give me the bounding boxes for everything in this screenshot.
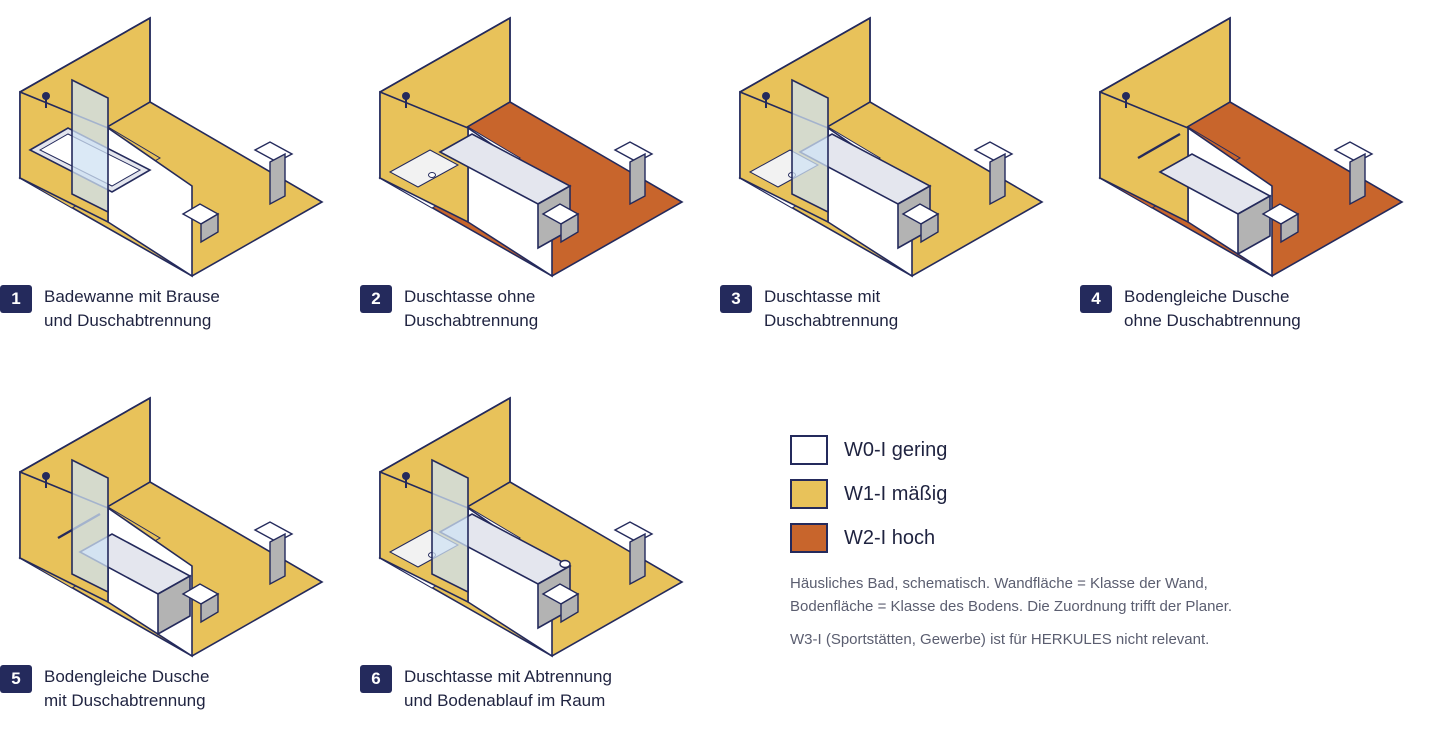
bathroom-diagram-1 (18, 16, 324, 278)
washbasin-side (1280, 212, 1299, 244)
shower-head-icon (42, 472, 50, 480)
legend-label: W1-I mäßig (844, 482, 948, 505)
toilet-body (629, 152, 646, 206)
wall-outline (379, 396, 511, 482)
wall-outline (739, 16, 871, 102)
note-line: Häusliches Bad, schematisch. Wandfläche … (790, 575, 1208, 592)
scenario-label-line: Duschtasse mit Abtrennung (404, 667, 612, 686)
scenario-number-badge: 6 (360, 665, 392, 693)
washbasin-side (200, 212, 219, 244)
washbasin-side (560, 592, 579, 624)
scenario-caption: 5 Bodengleiche Dusche mit Duschabtrennun… (0, 665, 209, 713)
scenario-caption: 6 Duschtasse mit Abtrennung und Bodenabl… (360, 665, 612, 713)
washbasin-side (920, 212, 939, 244)
toilet-icon (253, 141, 294, 163)
washbasin-side (560, 212, 579, 244)
scenario-number-badge: 2 (360, 285, 392, 313)
legend-item-w1: W1-I mäßig (790, 472, 947, 516)
shower-head-icon (402, 92, 410, 100)
legend-item-w0: W0-I gering (790, 428, 947, 472)
scenario-3: 3 Duschtasse mit Duschabtrennung (720, 0, 1050, 350)
scenario-4: 4 Bodengleiche Dusche ohne Duschabtrennu… (1080, 0, 1410, 350)
scenario-caption: 3 Duschtasse mit Duschabtrennung (720, 285, 898, 333)
scenario-number-badge: 3 (720, 285, 752, 313)
toilet-icon (613, 141, 654, 163)
wall-outline (19, 396, 151, 482)
bathtub-side (157, 574, 191, 636)
washbasin-side (200, 592, 219, 624)
scenario-label: Bodengleiche Dusche ohne Duschabtrennung (1124, 285, 1301, 333)
scenario-2: 2 Duschtasse ohne Duschabtrennung (360, 0, 690, 350)
scenario-label: Duschtasse mit Duschabtrennung (764, 285, 898, 333)
scenario-label-line: und Duschabtrennung (44, 311, 212, 330)
floor-drain-icon (428, 172, 436, 178)
relevance-note: W3-I (Sportstätten, Gewerbe) ist für HER… (790, 628, 1410, 651)
scenario-label-line: Badewanne mit Brause (44, 287, 220, 306)
scenario-5: 5 Bodengleiche Dusche mit Duschabtrennun… (0, 380, 330, 730)
legend-swatch-w2 (790, 523, 828, 553)
bathroom-diagram-3 (738, 16, 1044, 278)
bathroom-diagram-4 (1098, 16, 1404, 278)
note-line: Bodenfläche = Klasse des Bodens. Die Zuo… (790, 598, 1233, 615)
left-wall (1099, 90, 1189, 224)
scenario-label-line: Duschabtrennung (404, 311, 539, 330)
bathroom-diagram-2 (378, 16, 684, 278)
bathroom-diagram-6 (378, 396, 684, 658)
scenario-caption: 1 Badewanne mit Brause und Duschabtrennu… (0, 285, 220, 333)
scenario-caption: 2 Duschtasse ohne Duschabtrennung (360, 285, 538, 333)
scenario-label-line: ohne Duschabtrennung (1124, 311, 1301, 330)
wall-outline (379, 16, 511, 102)
wall-outline (19, 16, 151, 102)
scenario-number-badge: 4 (1080, 285, 1112, 313)
scenario-label: Duschtasse ohne Duschabtrennung (404, 285, 538, 333)
scenario-1: 1 Badewanne mit Brause und Duschabtrennu… (0, 0, 330, 350)
legend-label: W0-I gering (844, 438, 948, 461)
glass-partition-icon (71, 458, 109, 594)
floor-drain-icon (559, 559, 571, 569)
legend-swatch-w1 (790, 479, 828, 509)
scenario-label-line: Bodengleiche Dusche (44, 667, 210, 686)
toilet-body (989, 152, 1006, 206)
shower-tray (388, 149, 460, 188)
scenario-label-line: Duschabtrennung (764, 311, 899, 330)
toilet-body (629, 532, 646, 586)
toilet-icon (973, 141, 1014, 163)
scenario-number-badge: 1 (0, 285, 32, 313)
toilet-icon (613, 521, 654, 543)
scenario-label-line: Duschtasse ohne (404, 287, 536, 306)
glass-partition-icon (431, 458, 469, 594)
legend: W0-I gering W1-I mäßig W2-I hoch (790, 428, 947, 560)
glass-partition-icon (71, 78, 109, 214)
bathroom-diagram-5 (18, 396, 324, 658)
toilet-icon (253, 521, 294, 543)
legend-label: W2-I hoch (844, 526, 936, 549)
scenario-label-line: mit Duschabtrennung (44, 691, 206, 710)
shower-head-icon (1122, 92, 1130, 100)
linear-drain (1137, 132, 1181, 160)
note-line: W3-I (Sportstätten, Gewerbe) ist für HER… (790, 631, 1210, 648)
legend-item-w2: W2-I hoch (790, 516, 947, 560)
toilet-body (269, 532, 286, 586)
scenario-caption: 4 Bodengleiche Dusche ohne Duschabtrennu… (1080, 285, 1301, 333)
wall-outline (1099, 16, 1231, 102)
glass-partition-icon (791, 78, 829, 214)
legend-note: Häusliches Bad, schematisch. Wandfläche … (790, 572, 1410, 618)
shower-head-icon (762, 92, 770, 100)
scenario-label: Bodengleiche Dusche mit Duschabtrennung (44, 665, 209, 713)
scenario-6: 6 Duschtasse mit Abtrennung und Bodenabl… (360, 380, 690, 730)
legend-swatch-w0 (790, 435, 828, 465)
shower-head-icon (42, 92, 50, 100)
toilet-body (1349, 152, 1366, 206)
toilet-icon (1333, 141, 1374, 163)
scenario-label: Duschtasse mit Abtrennung und Bodenablau… (404, 665, 612, 713)
scenario-label-line: Bodengleiche Dusche (1124, 287, 1290, 306)
scenario-label-line: Duschtasse mit (764, 287, 881, 306)
bathtub-side (1237, 194, 1271, 256)
scenario-number-badge: 5 (0, 665, 32, 693)
scenario-label: Badewanne mit Brause und Duschabtrennung (44, 285, 220, 333)
scenario-label-line: und Bodenablauf im Raum (404, 691, 606, 710)
toilet-body (269, 152, 286, 206)
shower-head-icon (402, 472, 410, 480)
